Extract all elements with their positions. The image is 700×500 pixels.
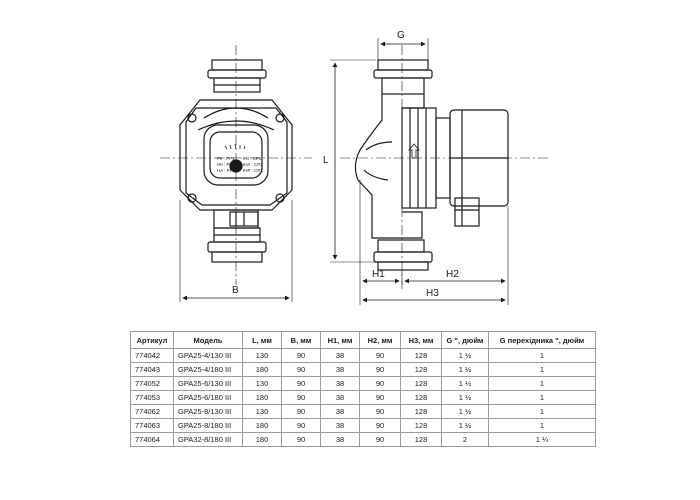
panel-left-line-1: PII : PP1 [217,156,235,161]
table-row: 774042 GPA25-4/130 III 130 90 38 90 128 … [130,348,596,363]
cell-h1: 38 [320,390,360,405]
cell-g: 1 ½ [441,362,489,377]
cell-article: 774063 [130,418,174,433]
front-view [160,45,312,302]
cell-h3: 128 [400,418,442,433]
cell-h3: 128 [400,348,442,363]
cell-l: 130 [242,348,282,363]
cell-model: GPA25-4/180 III [173,362,243,377]
dim-label-h3: H3 [426,288,439,299]
cell-g-adapter: 1 ¼ [488,432,596,447]
cell-g: 2 [441,432,489,447]
cell-model: GPA25-8/180 III [173,418,243,433]
cell-h1: 38 [320,404,360,419]
header-b: B, мм [281,331,321,349]
cell-g: 1 ½ [441,404,489,419]
cell-l: 130 [242,404,282,419]
table-row: 774053 GPA25-6/180 III 180 90 38 90 128 … [130,390,596,405]
header-h3: H3, мм [400,331,442,349]
header-g: G ", дюйм [441,331,489,349]
cell-h1: 38 [320,376,360,391]
cell-l: 180 [242,418,282,433]
cell-article: 774052 [130,376,174,391]
table-row: 774043 GPA25-4/180 III 180 90 38 90 128 … [130,362,596,377]
header-g-adapter: G перехідника ", дюйм [488,331,596,349]
dim-label-l: L [323,155,329,166]
dim-label-b: B [232,285,239,296]
cell-h2: 90 [359,404,401,419]
side-view [330,38,548,305]
cell-g: 1 ½ [441,390,489,405]
dim-label-h2: H2 [446,269,459,280]
cell-g-adapter: 1 [488,376,596,391]
cell-article: 774062 [130,404,174,419]
cell-g-adapter: 1 [488,348,596,363]
panel-right-line-1: IHI : CP1 [243,156,262,161]
cell-b: 90 [281,362,321,377]
cell-article: 774042 [130,348,174,363]
cell-model: GPA25-6/180 III [173,390,243,405]
header-h2: H2, мм [359,331,401,349]
cell-h2: 90 [359,390,401,405]
cell-b: 90 [281,348,321,363]
cell-h3: 128 [400,376,442,391]
cell-g: 1 ½ [441,418,489,433]
dim-label-g: G [397,30,405,41]
cell-h3: 128 [400,362,442,377]
cell-g: 1 ½ [441,348,489,363]
header-article: Артикул [130,331,174,349]
panel-right-line-2: IHA : CP2 [243,162,263,167]
table-row: 774064 GPA32-8/180 III 180 90 38 90 128 … [130,432,596,447]
cell-l: 180 [242,432,282,447]
cell-article: 774064 [130,432,174,447]
table-row: 774062 GPA25-8/130 III 130 90 38 90 128 … [130,404,596,419]
spec-table: Артикул Модель L, мм B, мм H1, мм H2, мм… [130,331,596,447]
cell-b: 90 [281,404,321,419]
cell-g-adapter: 1 [488,390,596,405]
technical-drawing: PII : PP1 HII : PP3 HA : PP2 IHI : CP1 I… [160,30,548,305]
cell-b: 90 [281,390,321,405]
cell-h2: 90 [359,376,401,391]
cell-g: 1 ½ [441,376,489,391]
cell-h2: 90 [359,362,401,377]
cell-l: 180 [242,362,282,377]
cell-l: 130 [242,376,282,391]
cell-h3: 128 [400,390,442,405]
cell-h3: 128 [400,432,442,447]
cell-h1: 38 [320,348,360,363]
cell-h3: 128 [400,404,442,419]
cell-h1: 38 [320,432,360,447]
table-header-row: Артикул Модель L, мм B, мм H1, мм H2, мм… [130,331,596,349]
header-l: L, мм [242,331,282,349]
panel-left-line-3: HA : PP2 [217,168,236,173]
cell-b: 90 [281,432,321,447]
panel-right-line-3: IHP : CP3 [243,168,263,173]
cell-h1: 38 [320,362,360,377]
cell-h2: 90 [359,432,401,447]
cell-article: 774053 [130,390,174,405]
cell-g-adapter: 1 [488,362,596,377]
header-model: Модель [173,331,243,349]
cell-model: GPA25-8/130 III [173,404,243,419]
cell-b: 90 [281,418,321,433]
cell-l: 180 [242,390,282,405]
cell-g-adapter: 1 [488,418,596,433]
cell-article: 774043 [130,362,174,377]
dim-label-h1: H1 [372,269,385,280]
table-row: 774052 GPA25-6/130 III 130 90 38 90 128 … [130,376,596,391]
cell-h2: 90 [359,348,401,363]
cell-h1: 38 [320,418,360,433]
cell-b: 90 [281,376,321,391]
table-row: 774063 GPA25-8/180 III 180 90 38 90 128 … [130,418,596,433]
cell-model: GPA32-8/180 III [173,432,243,447]
panel-left-line-2: HII : PP3 [217,162,236,167]
cell-model: GPA25-4/130 III [173,348,243,363]
cell-g-adapter: 1 [488,404,596,419]
cell-h2: 90 [359,418,401,433]
header-h1: H1, мм [320,331,360,349]
cell-model: GPA25-6/130 III [173,376,243,391]
